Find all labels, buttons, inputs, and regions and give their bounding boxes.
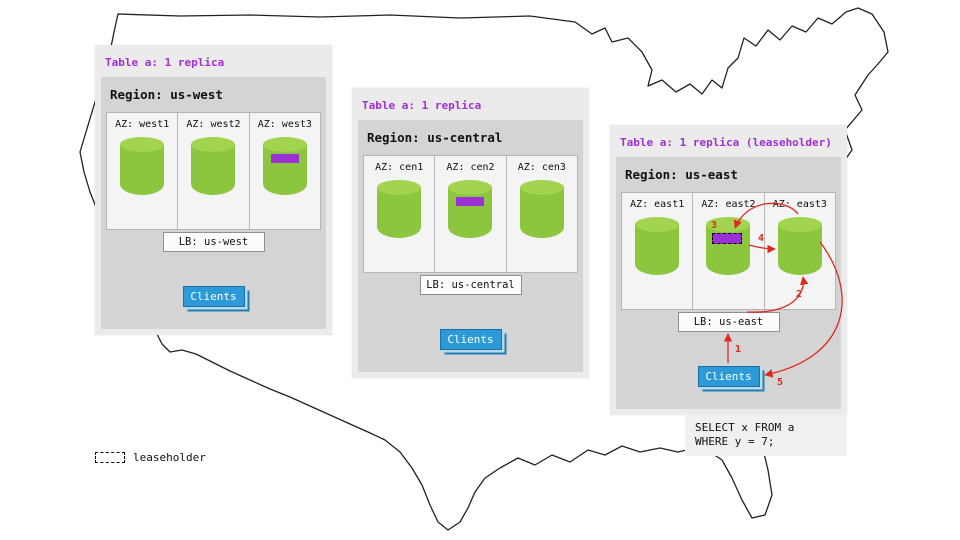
az-column-west2: AZ: west2	[177, 111, 250, 230]
clients-button: Clients	[439, 328, 502, 350]
az-column-cen2: AZ: cen2	[434, 154, 507, 273]
legend-label: leaseholder	[133, 451, 206, 464]
az-column-east3: AZ: east3	[763, 191, 836, 310]
database-cylinder	[120, 136, 165, 195]
az-column-east1: AZ: east1	[621, 191, 694, 310]
az-label: AZ: east1	[630, 198, 685, 210]
region-panel-us-central: Table a: 1 replica Region: us-central AZ…	[352, 88, 589, 378]
clients-button: Clients	[697, 365, 760, 387]
az-column-cen3: AZ: cen3	[505, 154, 578, 273]
load-balancer-box: LB: us-central	[419, 274, 522, 295]
table-replica-label: Table a: 1 replica (leaseholder)	[620, 136, 832, 149]
az-label: AZ: cen3	[517, 161, 566, 173]
region-panel-us-west: Table a: 1 replica Region: us-west AZ: w…	[95, 45, 332, 335]
az-column-cen1: AZ: cen1	[363, 154, 436, 273]
replica-band	[456, 196, 485, 206]
sql-line: WHERE y = 7;	[695, 435, 775, 448]
az-label: AZ: cen2	[446, 161, 495, 173]
az-label: AZ: west3	[257, 118, 312, 130]
az-label: AZ: west1	[115, 118, 170, 130]
load-balancer-box: LB: us-west	[162, 231, 265, 252]
table-replica-label: Table a: 1 replica	[105, 56, 225, 69]
az-column-west3: AZ: west3	[248, 111, 321, 230]
region-title: Region: us-central	[367, 130, 503, 145]
load-balancer-box: LB: us-east	[677, 311, 780, 332]
leaseholder-swatch-icon	[95, 452, 125, 463]
az-label: AZ: cen1	[375, 161, 424, 173]
az-column-west1: AZ: west1	[106, 111, 179, 230]
region-box: Region: us-west AZ: west1 AZ: west2 AZ: …	[101, 77, 326, 329]
az-label: AZ: east2	[701, 198, 756, 210]
region-panel-us-east: Table a: 1 replica (leaseholder) Region:…	[610, 125, 847, 415]
database-cylinder	[519, 179, 564, 238]
az-label: AZ: east3	[772, 198, 827, 210]
database-cylinder	[262, 136, 307, 195]
sql-query-box: SELECT x FROM a WHERE y = 7;	[685, 414, 847, 456]
leaseholder-legend: leaseholder	[95, 451, 206, 464]
database-cylinder	[777, 216, 822, 275]
region-box: Region: us-east AZ: east1 AZ: east2 AZ: …	[616, 157, 841, 409]
az-column-east2: AZ: east2	[692, 191, 765, 310]
clients-button: Clients	[182, 285, 245, 307]
region-title: Region: us-west	[110, 87, 223, 102]
table-replica-label: Table a: 1 replica	[362, 99, 482, 112]
database-cylinder	[448, 179, 493, 238]
az-row: AZ: cen1 AZ: cen2 AZ: cen3	[363, 154, 578, 273]
az-label: AZ: west2	[186, 118, 241, 130]
database-cylinder	[635, 216, 680, 275]
az-row: AZ: east1 AZ: east2 AZ: east3	[621, 191, 836, 310]
sql-line: SELECT x FROM a	[695, 421, 795, 434]
region-box: Region: us-central AZ: cen1 AZ: cen2 AZ:…	[358, 120, 583, 372]
database-cylinder	[706, 216, 751, 275]
database-cylinder	[377, 179, 422, 238]
database-cylinder	[191, 136, 236, 195]
az-row: AZ: west1 AZ: west2 AZ: west3	[106, 111, 321, 230]
leaseholder-band	[712, 232, 743, 244]
region-title: Region: us-east	[625, 167, 738, 182]
replica-band	[270, 153, 299, 163]
